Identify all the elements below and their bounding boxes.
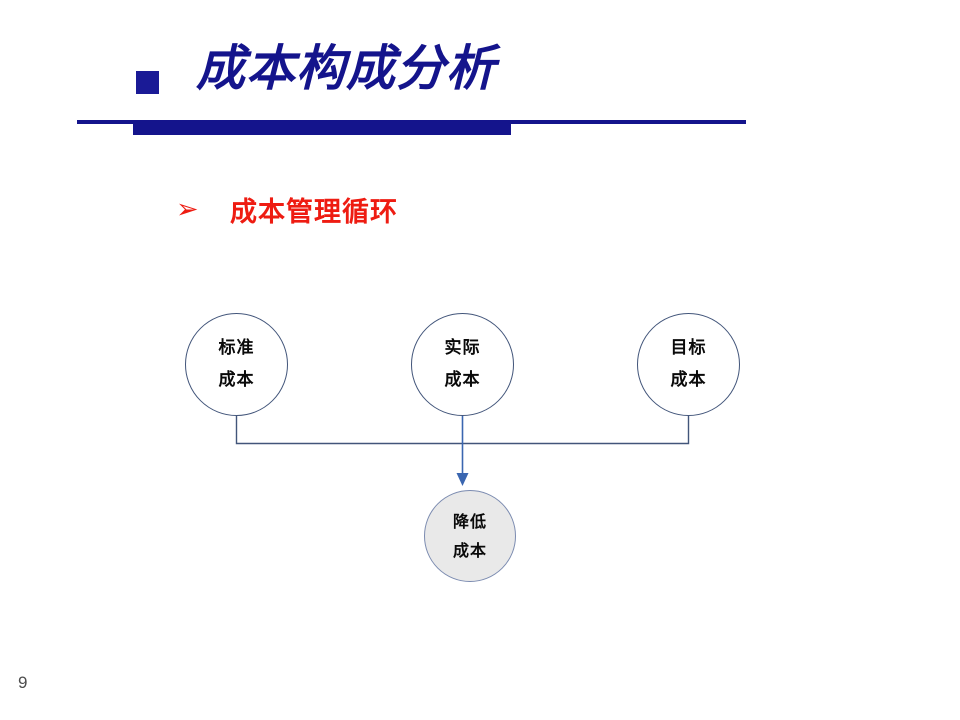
node-label-line2: 成本 bbox=[670, 370, 707, 390]
node-label-line2: 成本 bbox=[218, 370, 255, 390]
arrow-bullet-icon: ➢ bbox=[176, 194, 199, 225]
node-label-line2: 成本 bbox=[452, 540, 487, 560]
node-label-line1: 目标 bbox=[670, 338, 707, 358]
node-label-line1: 标准 bbox=[218, 338, 255, 358]
title-underline-thin bbox=[77, 120, 746, 124]
filled-square-icon bbox=[136, 71, 159, 94]
arrowhead-icon bbox=[456, 473, 469, 486]
diagram-node-standard-cost[interactable]: 标准 成本 bbox=[185, 313, 288, 416]
diagram-node-reduce-cost[interactable]: 降低 成本 bbox=[424, 490, 516, 582]
diagram-node-target-cost[interactable]: 目标 成本 bbox=[637, 313, 740, 416]
title-underline-thick bbox=[133, 124, 511, 135]
diagram-node-actual-cost[interactable]: 实际 成本 bbox=[411, 313, 514, 416]
page-number: 9 bbox=[18, 673, 28, 692]
subtitle-label: 成本管理循环 bbox=[230, 197, 398, 228]
node-label-line1: 实际 bbox=[444, 338, 481, 358]
node-label-line1: 降低 bbox=[452, 511, 487, 531]
node-label-line2: 成本 bbox=[444, 370, 481, 390]
page-title: 成本构成分析 bbox=[196, 40, 497, 97]
subtitle: ➢ 成本管理循环 bbox=[176, 190, 398, 229]
